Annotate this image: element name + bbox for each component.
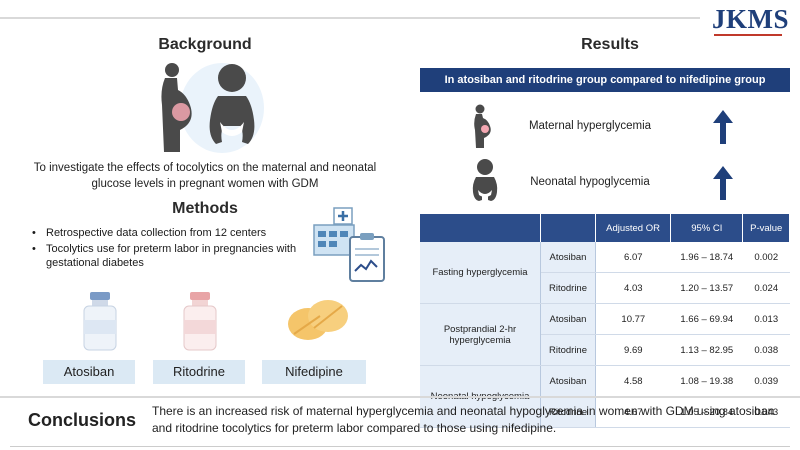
- background-text: To investigate the effects of tocolytics…: [33, 162, 377, 190]
- or-cell: 4.58: [595, 365, 671, 397]
- ritodrine-vial-icon: [183, 292, 217, 351]
- conclusions-divider: [0, 396, 800, 398]
- drug-cell: Ritodrine: [540, 334, 596, 366]
- drug-label-nifedipine: Nifedipine: [262, 360, 366, 384]
- or-cell: 4.67: [595, 396, 671, 428]
- table-header-ci: 95% CI: [670, 214, 744, 242]
- table-header-empty: [420, 214, 541, 242]
- ci-cell: 1.13 – 82.95: [670, 334, 743, 366]
- drug-cell: Ritodrine: [540, 272, 596, 304]
- results-banner: In atosiban and ritodrine group compared…: [420, 68, 790, 92]
- methods-item: Retrospective data collection from 12 ce…: [32, 226, 322, 240]
- drug-cell: Ritodrine: [540, 396, 596, 428]
- or-cell: 4.03: [595, 272, 671, 304]
- table-row: Neonatal hypoglycemia Atosiban 4.58 1.08…: [420, 365, 790, 428]
- ci-cell: 1.05 – 20.84: [670, 396, 743, 428]
- table-row: Ritodrine 4.03 1.20 – 13.57 0.024: [420, 272, 790, 304]
- finding-neonatal-label: Neonatal hypoglycemia: [530, 176, 650, 188]
- drug-cell: Atosiban: [540, 365, 596, 397]
- logo-underline: [714, 34, 782, 36]
- group-cell: Postprandial 2-hr hyperglycemia: [420, 303, 541, 366]
- pregnant-woman-icon: [474, 104, 491, 148]
- table-row: Fasting hyperglycemia Atosiban 6.07 1.96…: [420, 242, 790, 304]
- or-cell: 6.07: [595, 242, 671, 273]
- p-cell: 0.039: [742, 365, 790, 397]
- ci-cell: 1.66 – 69.94: [670, 303, 743, 335]
- methods-list: Retrospective data collection from 12 ce…: [32, 226, 322, 272]
- group-cell: Fasting hyperglycemia: [420, 242, 541, 304]
- drug-label-atosiban: Atosiban: [43, 360, 135, 384]
- p-cell: 0.013: [742, 303, 790, 335]
- methods-item: Tocolytics use for preterm labor in preg…: [32, 242, 322, 270]
- or-cell: 10.77: [595, 303, 671, 335]
- p-cell: 0.043: [742, 396, 790, 428]
- nifedipine-pills-icon: [288, 300, 348, 340]
- finding-maternal-label: Maternal hyperglycemia: [528, 120, 652, 132]
- up-arrow-icon: [713, 110, 733, 144]
- table-header-p: P-value: [742, 214, 790, 242]
- table-row: Postprandial 2-hr hyperglycemia Atosiban…: [420, 303, 790, 366]
- journal-logo: JKMS: [712, 4, 790, 34]
- conclusions-heading: Conclusions: [28, 410, 137, 430]
- baby-icon: [472, 159, 498, 201]
- mother-baby-illustration: [161, 63, 264, 153]
- ci-cell: 1.96 – 18.74: [670, 242, 743, 273]
- p-cell: 0.038: [742, 334, 790, 366]
- background-heading: Background: [158, 36, 252, 53]
- table-header-row: Adjusted OR 95% CI P-value: [420, 214, 790, 242]
- results-heading: Results: [581, 36, 639, 53]
- medical-record-icon: [313, 207, 385, 282]
- conclusions-text: There is an increased risk of maternal h…: [152, 404, 775, 435]
- up-arrow-icon: [713, 166, 733, 200]
- table-row: Ritodrine 4.67 1.05 – 20.84 0.043: [420, 396, 790, 428]
- ci-cell: 1.20 – 13.57: [670, 272, 743, 304]
- ci-cell: 1.08 – 19.38: [670, 365, 743, 397]
- table-row: Ritodrine 9.69 1.13 – 82.95 0.038: [420, 334, 790, 366]
- p-cell: 0.024: [742, 272, 790, 304]
- bottom-divider: [10, 446, 790, 447]
- atosiban-vial-icon: [83, 292, 117, 351]
- top-divider: [0, 17, 700, 19]
- table-header-empty: [540, 214, 596, 242]
- or-cell: 9.69: [595, 334, 671, 366]
- methods-heading: Methods: [172, 200, 238, 217]
- p-cell: 0.002: [742, 242, 790, 273]
- drug-cell: Atosiban: [540, 303, 596, 335]
- table-header-or: Adjusted OR: [595, 214, 672, 242]
- drug-cell: Atosiban: [540, 242, 596, 273]
- drug-label-ritodrine: Ritodrine: [153, 360, 245, 384]
- baby-icon: [209, 64, 255, 144]
